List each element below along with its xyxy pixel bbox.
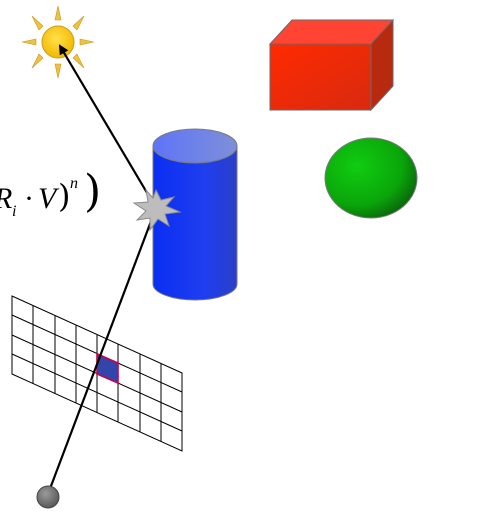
- blue-cylinder: [152, 128, 238, 301]
- primary-ray: [46, 207, 158, 495]
- cylinder-top: [152, 128, 238, 164]
- cube-front-face: [269, 43, 372, 111]
- sun-icon: [21, 5, 95, 79]
- green-sphere: [324, 137, 418, 219]
- red-cube: [268, 18, 395, 112]
- formula-close-paren-outer: ): [84, 166, 102, 217]
- formula-exponent: n: [70, 175, 78, 192]
- burst-icon: [132, 188, 182, 232]
- cylinder-body: [152, 145, 238, 301]
- formula-base: R: [0, 184, 12, 214]
- eye-point-icon: [36, 485, 60, 509]
- image-plane-grid: [11, 295, 183, 452]
- formula-subscript: i: [12, 203, 17, 220]
- formula-close-paren-inner: ): [58, 177, 71, 215]
- formula-operator: ·: [24, 182, 34, 215]
- formula-view: V: [38, 182, 57, 215]
- sun-rays: [21, 5, 95, 79]
- shadow-ray: [58, 44, 157, 209]
- sun-disc: [41, 25, 75, 59]
